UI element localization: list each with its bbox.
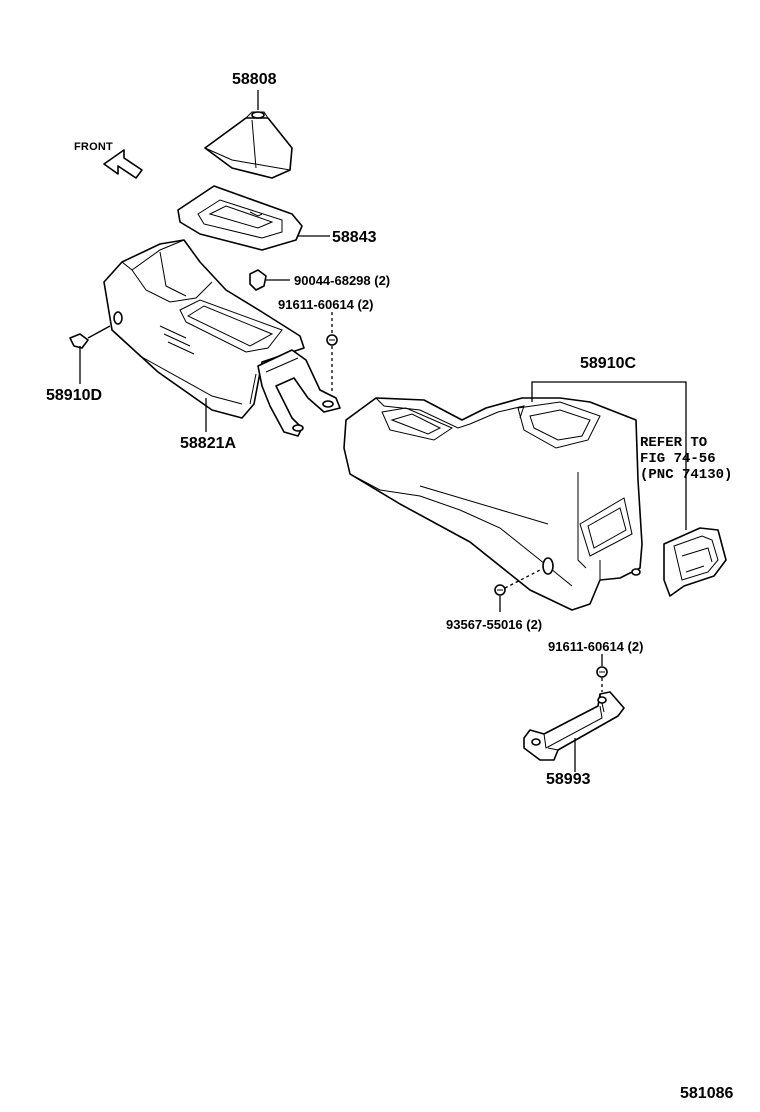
clip-icon (249, 269, 267, 291)
cup-holder-reference-part (663, 527, 727, 597)
label-refer-line1: REFER TO (640, 435, 708, 451)
label-rear-console: 58910C (580, 355, 637, 372)
label-refer-line3: (PNC 74130) (640, 467, 733, 483)
label-screw-front: 91611-60614 (2) (278, 297, 374, 312)
figure-number: 581086 (680, 1085, 734, 1102)
label-bracket: 58993 (546, 771, 591, 788)
rear-console-part (343, 397, 643, 611)
bracket-part (523, 691, 625, 761)
bezel-part (177, 185, 303, 251)
screw-rear-icon (596, 666, 608, 678)
label-grommet: 58910D (46, 387, 103, 404)
label-shift-boot: 58808 (232, 71, 277, 88)
nut-leader-dashed (504, 569, 541, 589)
rear-console-leader (531, 381, 687, 530)
front-direction-arrow-icon (103, 149, 143, 179)
grommet-icon (69, 333, 89, 349)
label-screw-rear: 91611-60614 (2) (548, 639, 644, 654)
grommet-leader-2 (87, 325, 111, 339)
label-front: FRONT (74, 141, 113, 153)
shift-boot-part (204, 111, 293, 179)
label-clip: 90044-68298 (2) (294, 273, 391, 288)
front-console-part (103, 239, 341, 437)
nut-icon (494, 584, 506, 596)
label-refer-line2: FIG 74-56 (640, 451, 716, 467)
screw-icon (326, 334, 338, 346)
label-front-console: 58821A (180, 435, 237, 452)
label-bezel: 58843 (332, 229, 377, 246)
label-nut: 93567-55016 (2) (446, 617, 543, 632)
